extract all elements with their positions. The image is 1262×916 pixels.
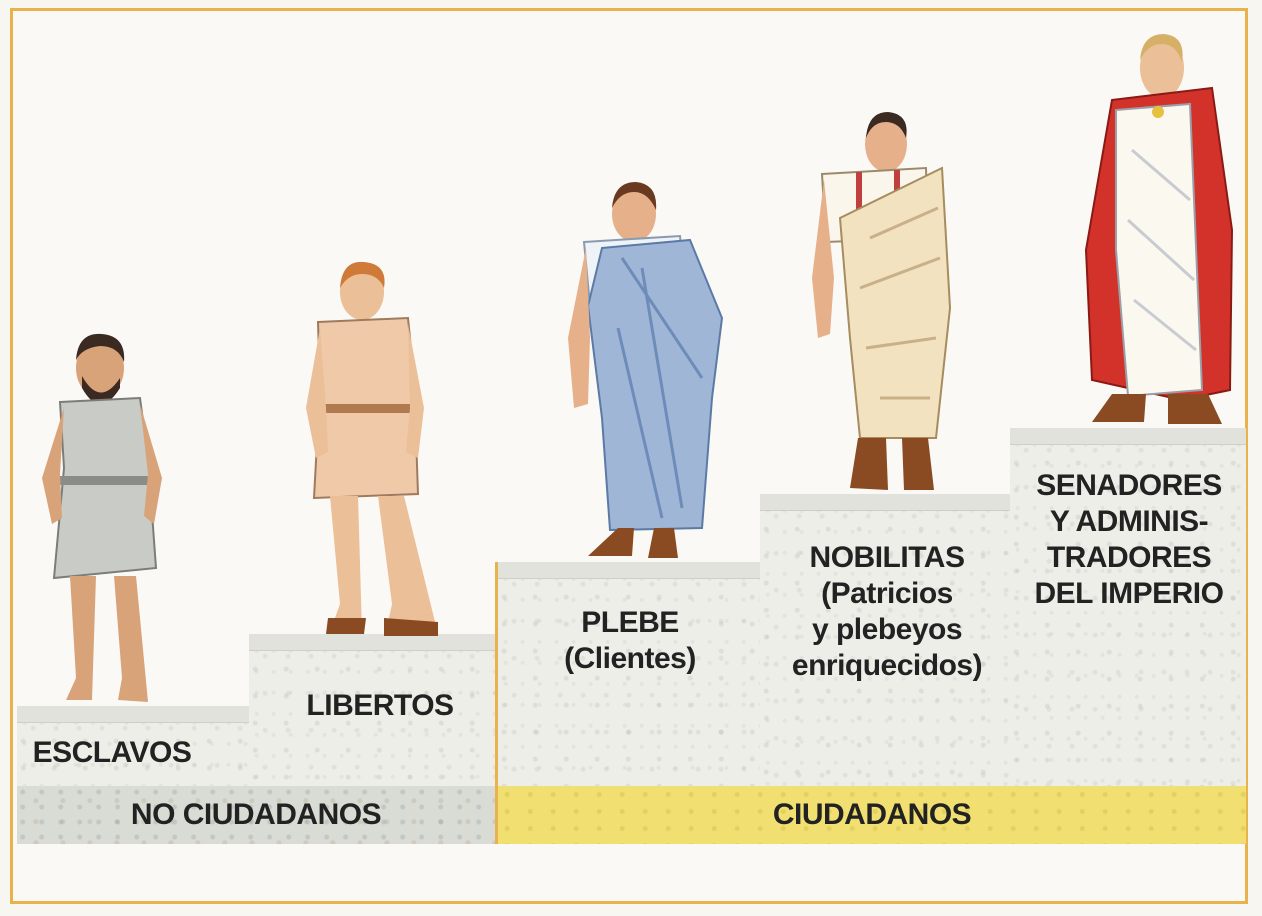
step-nobilitas	[760, 494, 1010, 786]
group-no-ciudadanos: NO CIUDADANOS	[17, 786, 495, 844]
plebeian-toga	[586, 238, 724, 532]
label-nobilitas: NOBILITAS (Patricios y plebeyos enriquec…	[791, 541, 983, 682]
noble-figure	[812, 112, 952, 490]
senator-figure	[1084, 34, 1234, 424]
step-libertos	[249, 634, 495, 786]
label-plebe: PLEBE (Clientes)	[564, 606, 696, 675]
group-ciudadanos-label: CIUDADANOS	[772, 798, 972, 831]
freedman-figure	[306, 261, 438, 636]
label-senadores: SENADORES Y ADMINIS- TRADORES DEL IMPERI…	[1034, 469, 1224, 610]
noble-toga	[838, 166, 952, 439]
step-esclavos	[17, 706, 249, 786]
group-ciudadanos: CIUDADANOS	[498, 786, 1246, 844]
slave-figure	[42, 333, 162, 702]
step-senadores	[1010, 428, 1246, 786]
step-plebe	[498, 562, 760, 786]
group-divider	[495, 562, 498, 844]
label-esclavos: ESCLAVOS	[32, 736, 192, 769]
plebeian-figure	[568, 182, 724, 558]
label-libertos: LIBERTOS	[306, 689, 454, 722]
group-no-ciudadanos-label: NO CIUDADANOS	[130, 798, 382, 831]
slave-tunic	[52, 396, 158, 580]
